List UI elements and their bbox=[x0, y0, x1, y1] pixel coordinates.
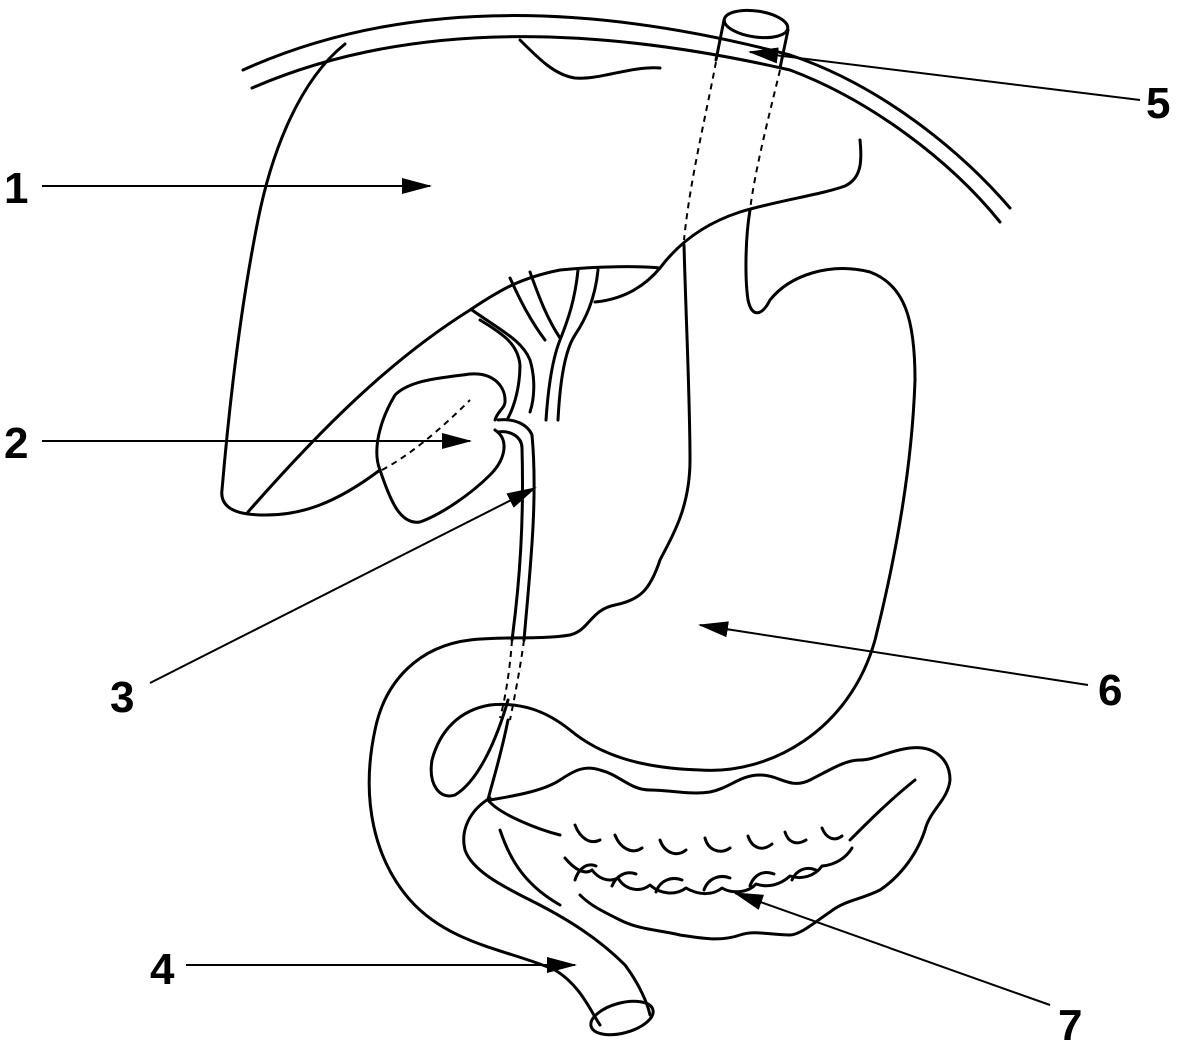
leader-3 bbox=[150, 488, 535, 683]
callout-label-5: 5 bbox=[1146, 79, 1170, 128]
stomach bbox=[369, 210, 915, 1025]
liver bbox=[222, 40, 861, 515]
duodenum bbox=[464, 720, 657, 1041]
callout-label-6: 6 bbox=[1098, 666, 1122, 715]
bile-ducts bbox=[472, 268, 660, 720]
pancreas bbox=[490, 748, 950, 939]
gallbladder bbox=[377, 374, 505, 522]
callout-label-2: 2 bbox=[4, 419, 28, 468]
callout-label-3: 3 bbox=[110, 673, 134, 722]
callout-label-1: 1 bbox=[4, 164, 28, 213]
callout-label-7: 7 bbox=[1058, 1001, 1082, 1048]
leader-6 bbox=[700, 625, 1088, 685]
leader-7 bbox=[735, 893, 1050, 1005]
callout-label-4: 4 bbox=[150, 945, 175, 994]
diaphragm bbox=[243, 16, 1010, 222]
